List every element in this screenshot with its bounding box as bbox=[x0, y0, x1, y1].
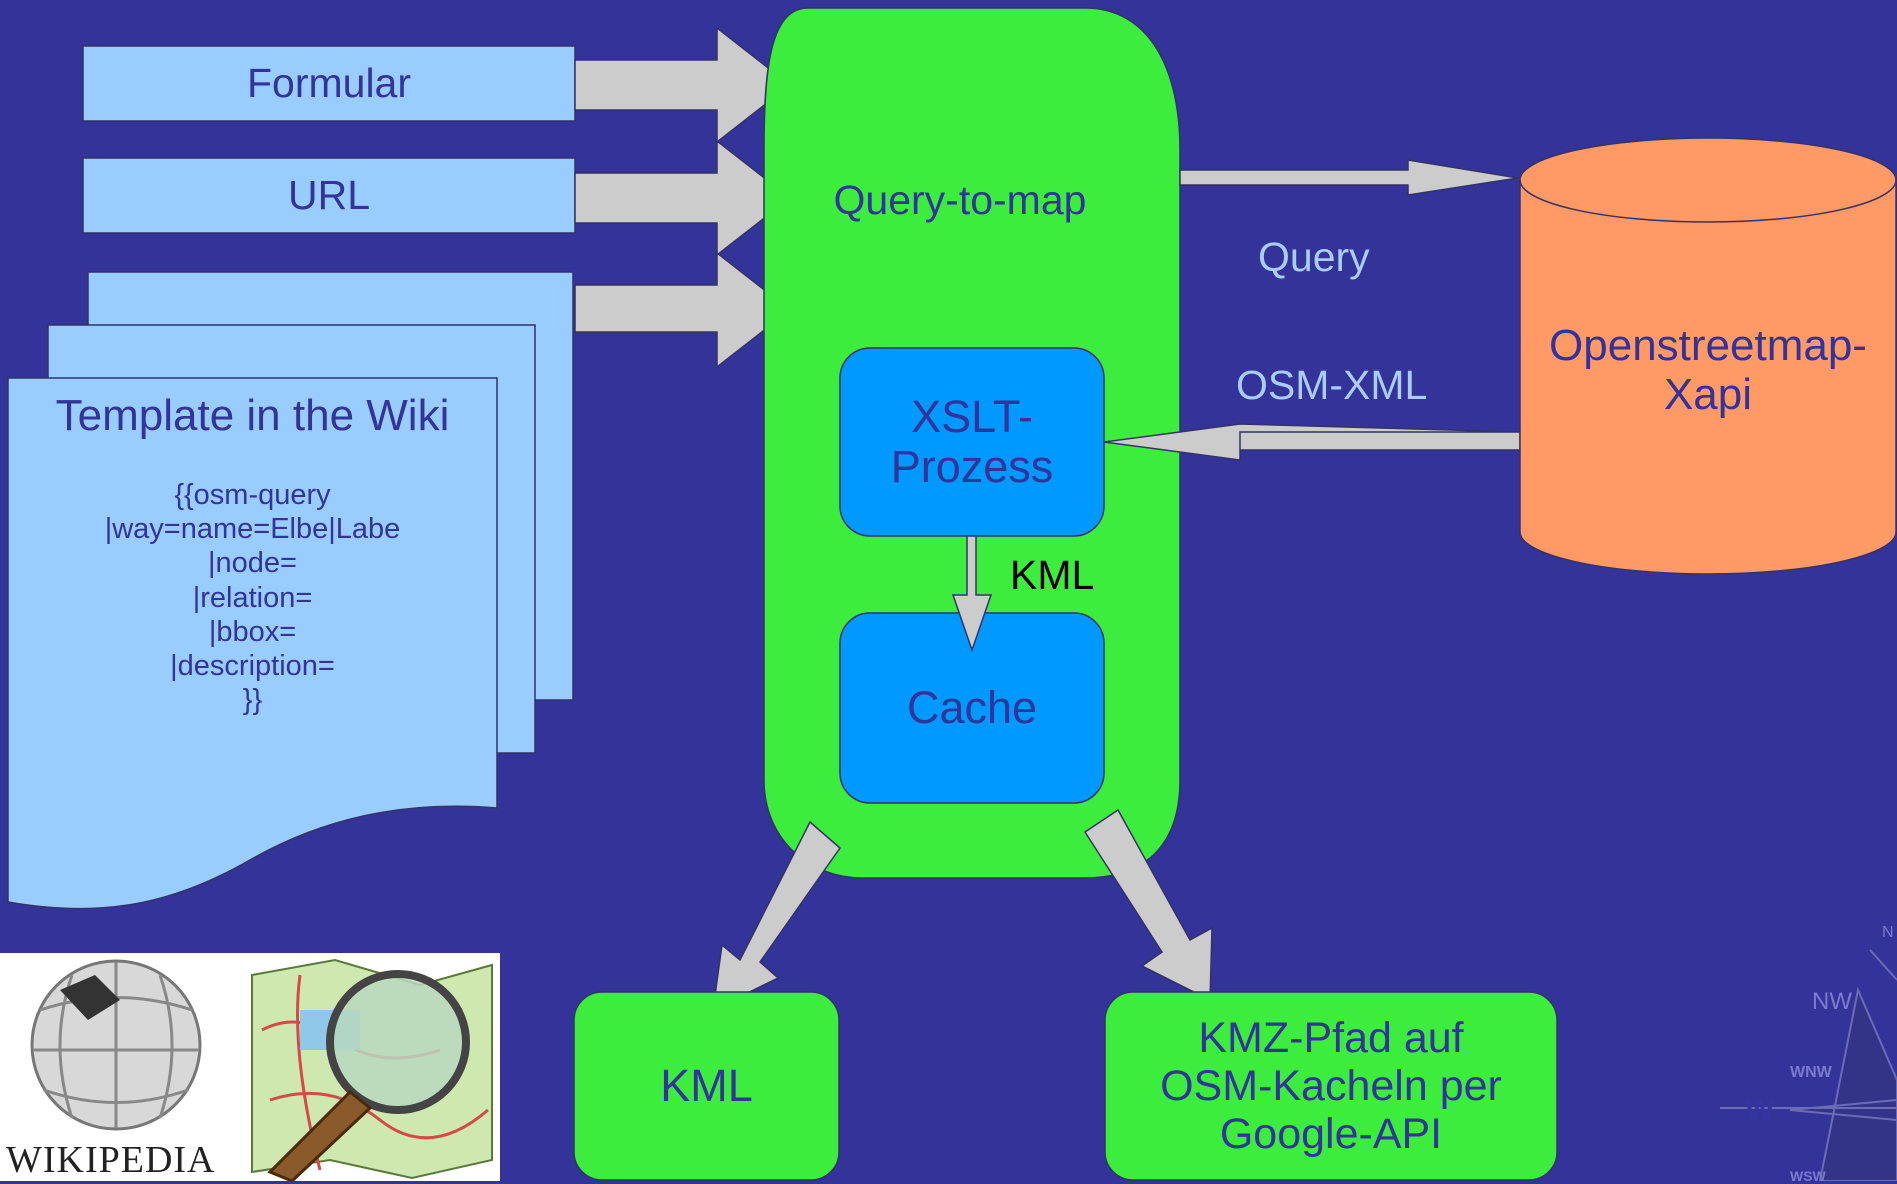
url-box bbox=[82, 157, 576, 234]
kml-edge-label: KML bbox=[1010, 552, 1095, 598]
query-arrow bbox=[1179, 159, 1519, 196]
osm-xml-arrow bbox=[1103, 423, 1521, 461]
template-title: Template in the Wiki bbox=[55, 391, 450, 441]
template-arrow bbox=[574, 251, 792, 369]
wikipedia-wordmark: WIKIPEDIA bbox=[6, 1139, 216, 1181]
compass-label-wsw: WSW bbox=[1790, 1168, 1826, 1184]
url-label: URL bbox=[287, 171, 371, 218]
formular-arrow bbox=[574, 26, 792, 144]
compass-label-wnw: WNW bbox=[1790, 1064, 1832, 1081]
database-cylinder bbox=[1519, 137, 1897, 575]
url-arrow bbox=[574, 139, 792, 257]
database-cylinder-top bbox=[1519, 179, 1897, 223]
query-to-map-label: Query-to-map bbox=[833, 177, 1087, 224]
magnifier-handle bbox=[267, 1089, 373, 1181]
compass-rose bbox=[1789, 986, 1897, 1181]
query-edge-label: Query bbox=[1258, 234, 1370, 280]
kmz-output-label: KMZ-Pfad auf OSM-Kacheln per Google-API bbox=[1160, 1013, 1502, 1159]
formular-label: Formular bbox=[246, 59, 412, 106]
compass-label-w: W bbox=[1745, 1092, 1775, 1127]
kmz-output-arrow bbox=[1083, 808, 1213, 1002]
magnifier-lens bbox=[326, 970, 470, 1114]
template-doc-front bbox=[7, 377, 498, 910]
database-label: Openstreetmap- Xapi bbox=[1549, 320, 1867, 419]
cache-label: Cache bbox=[906, 681, 1038, 733]
kmz-output-box bbox=[1104, 991, 1558, 1181]
compass-label-n: N bbox=[1882, 924, 1894, 941]
wikipedia-globe-gap bbox=[60, 975, 120, 1020]
osm-xml-edge-label: OSM-XML bbox=[1236, 362, 1428, 408]
template-code: {{osm-query |way=name=Elbe|Labe |node= |… bbox=[104, 479, 401, 717]
compass-label-nw: NW bbox=[1812, 988, 1852, 1015]
kml-output-arrow bbox=[712, 820, 842, 1012]
xslt-to-cache-arrow bbox=[951, 535, 993, 653]
compass-needle bbox=[1720, 949, 1897, 1109]
xslt-label: XSLT- Prozess bbox=[890, 390, 1054, 492]
formular-box bbox=[82, 45, 576, 122]
kml-output-box bbox=[573, 991, 840, 1181]
kml-output-label: KML bbox=[660, 1059, 753, 1111]
